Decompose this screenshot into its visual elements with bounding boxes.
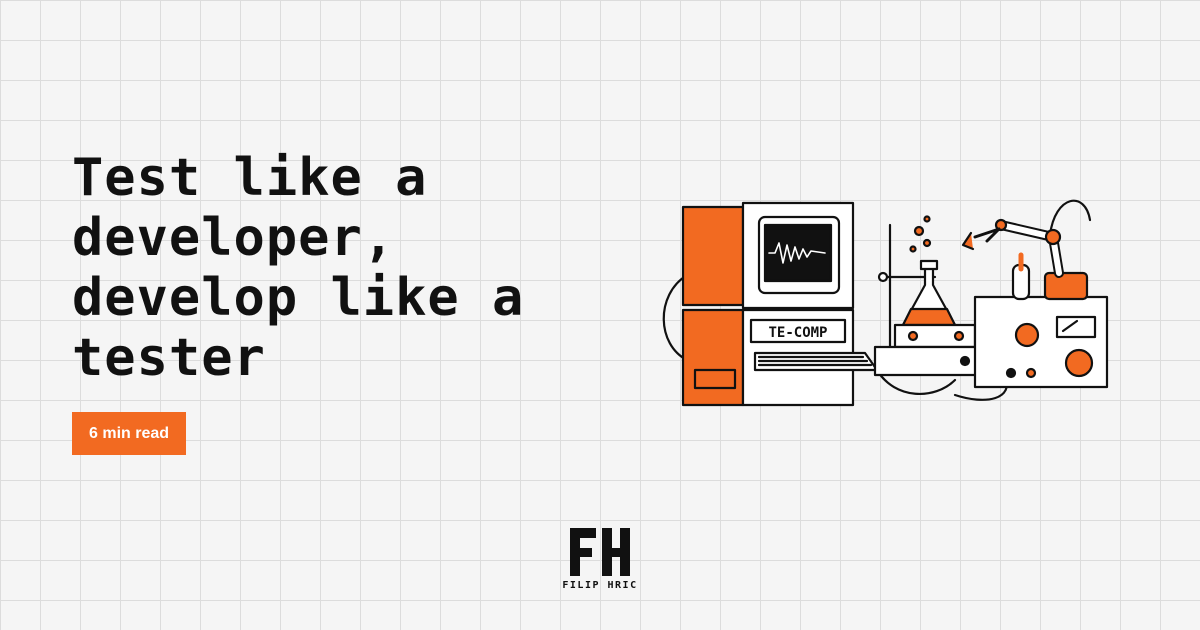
- brand-name: FILIP HRIC: [562, 580, 638, 591]
- fh-monogram-icon: [570, 528, 630, 576]
- lab-computer-illustration: TE-COMP: [662, 199, 1109, 407]
- reading-time-label: 6 min read: [89, 424, 170, 442]
- brand-logo[interactable]: FILIP HRIC: [550, 528, 650, 591]
- reading-time-badge: 6 min read: [72, 412, 187, 455]
- computer-label: TE-COMP: [768, 325, 827, 341]
- page-title: Test like a developer, develop like a te…: [72, 148, 525, 388]
